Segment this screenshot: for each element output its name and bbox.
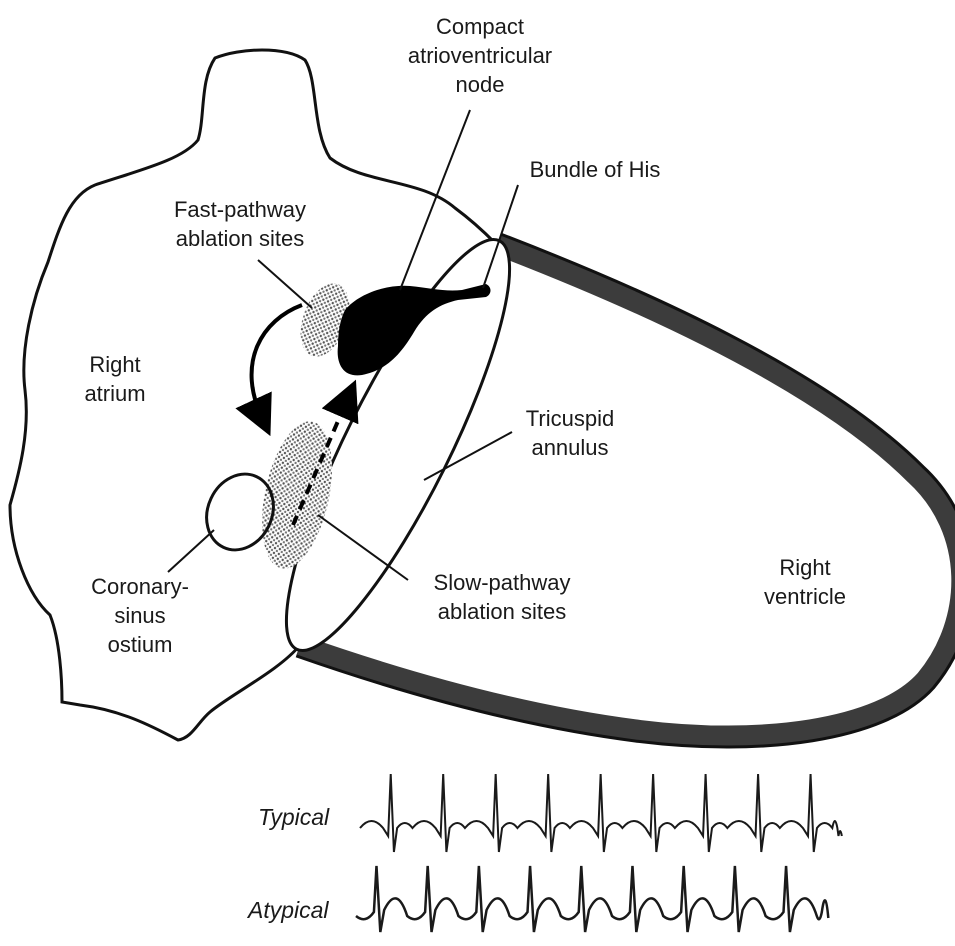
label-bundle-of-his: Bundle of His <box>490 155 700 184</box>
ecg-label-typical: Typical <box>258 804 329 831</box>
label-slow-pathway: Slow-pathway ablation sites <box>392 568 612 626</box>
label-right-ventricle: Right ventricle <box>740 553 870 611</box>
label-right-atrium: Right atrium <box>55 350 175 408</box>
ecg-label-atypical: Atypical <box>248 897 329 924</box>
label-tricuspid-annulus: Tricuspid annulus <box>500 404 640 462</box>
ecg-trace-atypical <box>356 866 828 932</box>
ecg-trace-typical <box>360 774 842 852</box>
label-compact-av-node: Compact atrioventricular node <box>370 12 590 99</box>
label-fast-pathway: Fast-pathway ablation sites <box>140 195 340 253</box>
label-coronary-sinus-ostium: Coronary- sinus ostium <box>70 572 210 659</box>
